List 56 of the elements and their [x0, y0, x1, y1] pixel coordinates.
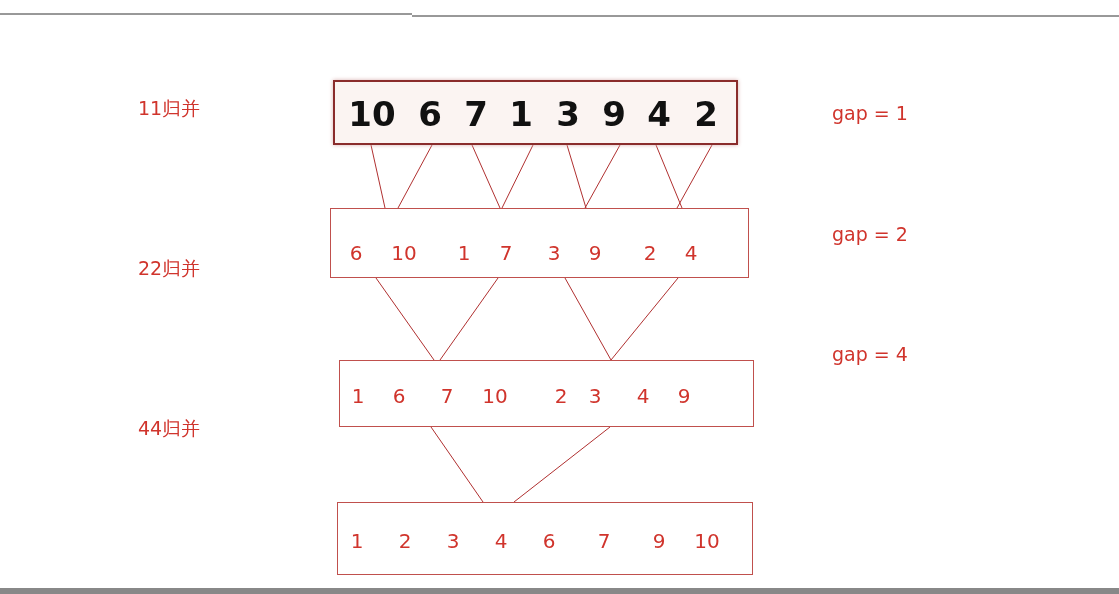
number-box	[330, 208, 749, 278]
number: 4	[647, 97, 671, 131]
connector-line	[676, 144, 713, 209]
number: 7	[464, 97, 488, 131]
connector-line	[501, 144, 534, 209]
number: 9	[677, 386, 691, 406]
number: 9	[652, 531, 666, 551]
number: 1	[509, 97, 533, 131]
connector-line	[513, 426, 611, 503]
number: 10	[482, 386, 508, 406]
number: 6	[349, 243, 363, 263]
number: 7	[440, 386, 454, 406]
number: 6	[418, 97, 442, 131]
number: 7	[597, 531, 611, 551]
connector-line	[439, 277, 499, 361]
connector-line	[375, 277, 435, 361]
connector-line	[584, 144, 621, 209]
connector-line	[655, 144, 683, 209]
number: 2	[554, 386, 568, 406]
connector-line	[370, 144, 386, 209]
number: 7	[499, 243, 513, 263]
number: 1	[457, 243, 471, 263]
number: 3	[446, 531, 460, 551]
number: 10	[391, 243, 417, 263]
connector-line	[610, 277, 679, 361]
connector-line	[566, 144, 587, 209]
number: 2	[643, 243, 657, 263]
level-label: 44归并	[138, 418, 201, 438]
number: 10	[348, 97, 396, 131]
number: 6	[392, 386, 406, 406]
level-label: 11归并	[138, 98, 201, 118]
number: 2	[398, 531, 412, 551]
number: 1	[351, 386, 365, 406]
number: 3	[588, 386, 602, 406]
number-box	[333, 80, 738, 145]
number: 3	[556, 97, 580, 131]
number-box	[337, 502, 753, 575]
connector-line	[430, 426, 484, 503]
number: 4	[684, 243, 698, 263]
number: 1	[350, 531, 364, 551]
number: 9	[602, 97, 626, 131]
number: 6	[542, 531, 556, 551]
number-box	[339, 360, 754, 427]
number: 4	[636, 386, 650, 406]
number: 10	[694, 531, 720, 551]
number: 2	[694, 97, 718, 131]
level-label: gap = 2	[832, 224, 908, 244]
number: 4	[494, 531, 508, 551]
number: 9	[588, 243, 602, 263]
level-label: 22归并	[138, 258, 201, 278]
level-label: gap = 4	[832, 344, 908, 364]
level-label: gap = 1	[832, 103, 908, 123]
connector-line	[397, 144, 433, 209]
number: 3	[547, 243, 561, 263]
connector-line	[564, 277, 612, 361]
connector-line	[471, 144, 501, 209]
